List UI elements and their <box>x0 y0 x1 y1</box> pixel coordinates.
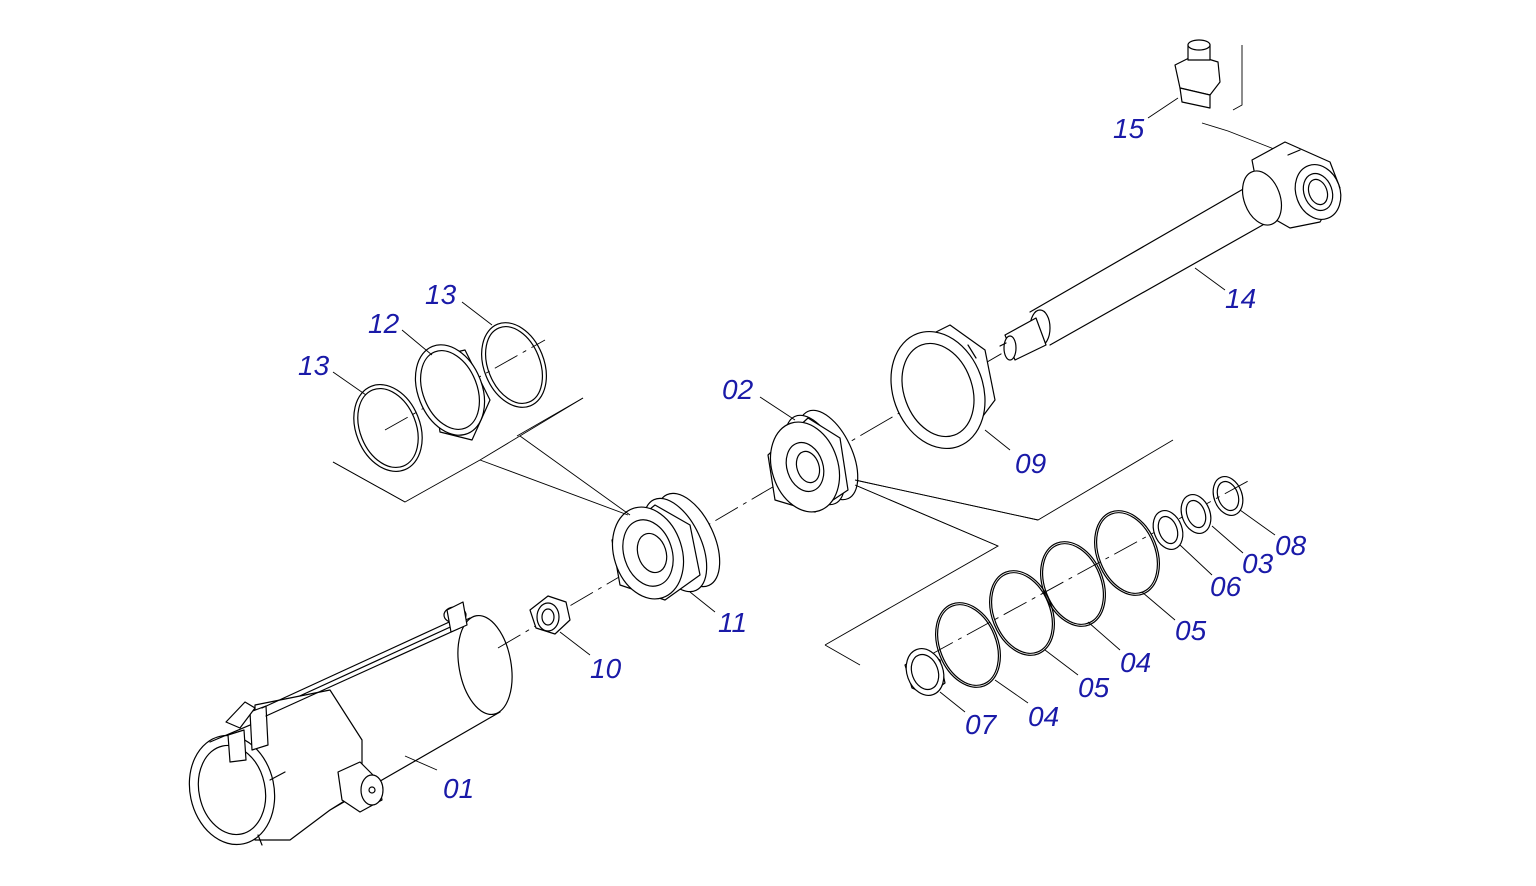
end-cap-part <box>890 324 996 450</box>
callout-06: 06 <box>1210 571 1242 602</box>
callout-09: 09 <box>1015 448 1046 479</box>
gland-part <box>767 409 859 513</box>
callout-13: 13 <box>298 350 330 381</box>
callout-07: 07 <box>965 709 998 740</box>
callout-01: 01 <box>443 773 474 804</box>
cylinder-barrel-part <box>188 601 513 846</box>
callout-15: 15 <box>1113 113 1145 144</box>
callout-11: 11 <box>718 607 747 638</box>
leader-lines <box>332 97 1276 771</box>
seal-kit-group <box>904 476 1244 696</box>
callout-05: 05 <box>1078 672 1110 703</box>
callout-03: 03 <box>1242 548 1274 579</box>
callout-02: 02 <box>722 374 754 405</box>
callout-04: 04 <box>1028 701 1059 732</box>
callout-14: 14 <box>1225 283 1256 314</box>
callout-12: 12 <box>368 308 400 339</box>
group-brackets <box>332 45 1298 666</box>
callout-10: 10 <box>590 653 622 684</box>
wiper-rings-group <box>353 322 547 473</box>
callout-04: 04 <box>1120 647 1151 678</box>
grease-fitting-part <box>1174 39 1221 109</box>
callout-08: 08 <box>1275 530 1307 561</box>
nut-part <box>529 595 571 635</box>
piston-part <box>611 492 721 601</box>
callout-labels: 01 02 03 04 04 05 05 06 07 08 09 10 11 1… <box>298 113 1307 804</box>
callout-05: 05 <box>1175 615 1207 646</box>
callout-13: 13 <box>425 279 457 310</box>
piston-rod-part <box>999 141 1342 361</box>
